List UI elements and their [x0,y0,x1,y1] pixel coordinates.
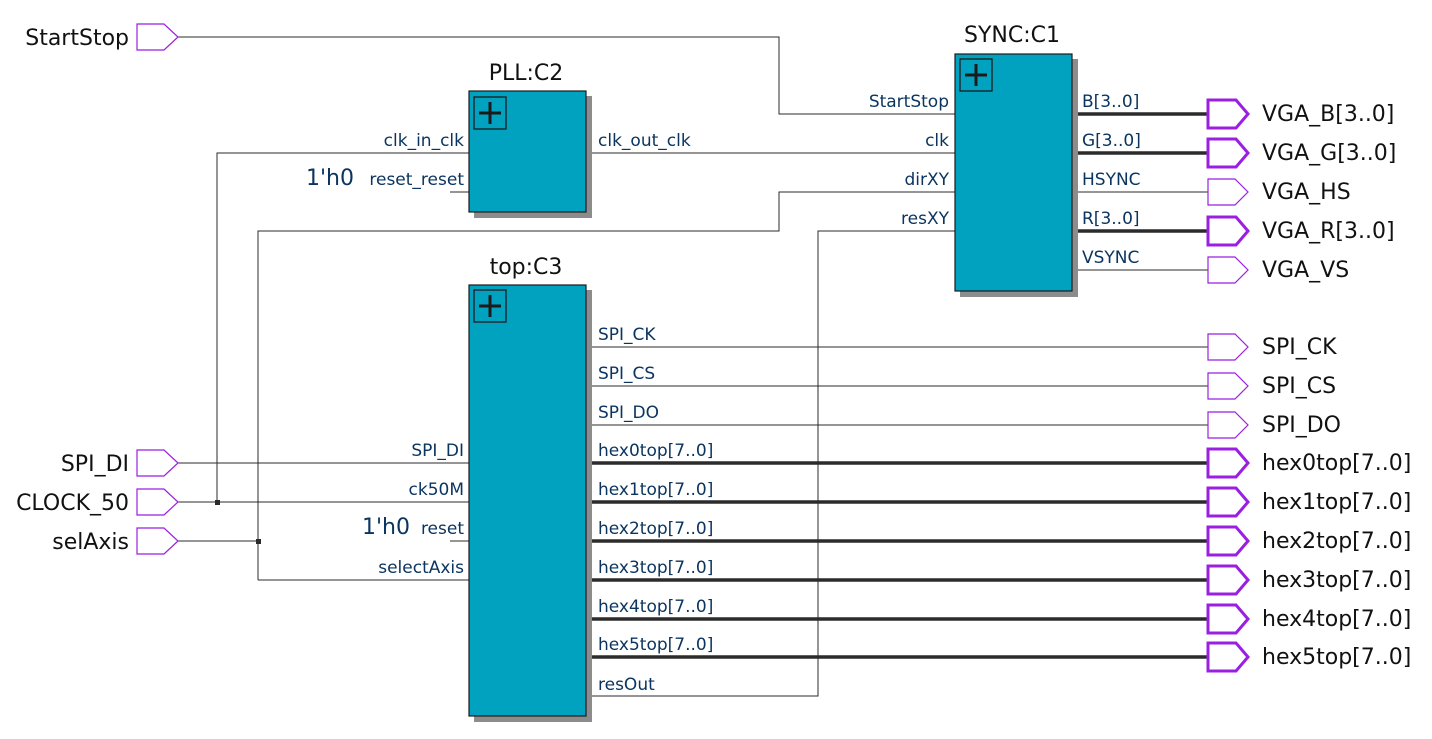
output-pin-spi-do[interactable]: SPI_DO [1207,411,1341,439]
top-port-hex5: hex5top[7..0] [598,635,713,655]
input-pin-clock50[interactable]: CLOCK_50 [16,488,179,516]
junction-clock50 [215,500,220,505]
block-top[interactable]: top:C3 SPI_DI ck50M reset 1'h0 selectAxi… [362,255,713,722]
top-port-hex2: hex2top[7..0] [598,519,713,539]
output-pin-vga-g[interactable]: VGA_G[3..0] [1206,137,1396,169]
top-reset-constant: 1'h0 [362,515,410,540]
top-port-hex1: hex1top[7..0] [598,480,713,500]
output-pin-spi-do-label: SPI_DO [1262,413,1341,438]
pll-port-reset: reset_reset [369,170,464,190]
output-pin-hex5-label: hex5top[7..0] [1262,645,1411,670]
top-port-ck50m: ck50M [409,480,465,500]
output-pin-hex3[interactable]: hex3top[7..0] [1206,564,1411,596]
sync-port-dirxy: dirXY [904,170,949,190]
expand-plus-icon[interactable] [473,96,507,130]
output-pin-spi-ck[interactable]: SPI_CK [1207,333,1337,361]
top-port-spi-di: SPI_DI [411,441,464,461]
output-pin-spi-cs-label: SPI_CS [1262,374,1336,399]
sync-port-b: B[3..0] [1082,92,1139,112]
wire-startstop[interactable] [178,36,975,115]
output-pin-vga-vs-label: VGA_VS [1262,258,1349,283]
output-pin-vga-r[interactable]: VGA_R[3..0] [1206,215,1395,247]
output-pin-hex3-label: hex3top[7..0] [1262,568,1411,593]
input-pins: StartStop SPI_DI CLOCK_50 selAxis [16,23,179,555]
block-pll[interactable]: PLL:C2 clk_in_clk reset_reset 1'h0 clk_o… [306,61,691,218]
sync-port-hsync: HSYNC [1082,170,1141,190]
input-pin-startstop[interactable]: StartStop [25,23,179,51]
top-port-hex0: hex0top[7..0] [598,441,713,461]
wire-selaxis-sync[interactable] [257,191,975,580]
block-sync[interactable]: SYNC:C1 StartStop clk dirXY resXY B[3..0… [869,23,1141,297]
output-pins: VGA_B[3..0] VGA_G[3..0] VGA_HS VGA_R[3..… [1206,98,1411,673]
top-title: top:C3 [490,255,563,280]
output-pin-hex1-label: hex1top[7..0] [1262,490,1411,515]
top-port-selectaxis: selectAxis [378,558,464,578]
sync-port-vsync: VSYNC [1082,248,1139,268]
output-pin-vga-hs-label: VGA_HS [1262,180,1351,205]
output-pin-hex2[interactable]: hex2top[7..0] [1206,525,1411,557]
sync-port-g: G[3..0] [1082,131,1141,151]
input-pin-selaxis[interactable]: selAxis [52,527,179,555]
input-pin-selaxis-label: selAxis [52,530,129,555]
pll-title: PLL:C2 [489,61,564,86]
top-port-resout: resOut [598,675,655,695]
pll-port-clk-in: clk_in_clk [384,131,464,151]
output-pin-hex2-label: hex2top[7..0] [1262,529,1411,554]
output-pin-hex4-label: hex4top[7..0] [1262,607,1411,632]
output-pin-vga-hs[interactable]: VGA_HS [1207,178,1351,206]
sync-port-resxy: resXY [901,209,950,229]
input-pin-startstop-label: StartStop [25,26,129,51]
output-pin-hex0-label: hex0top[7..0] [1262,451,1411,476]
top-port-spi-ck: SPI_CK [598,325,656,345]
input-pin-spi-di-label: SPI_DI [61,452,129,477]
input-pin-clock50-label: CLOCK_50 [16,491,129,516]
sync-port-clk: clk [925,131,949,151]
output-pin-hex4[interactable]: hex4top[7..0] [1206,603,1411,635]
output-pin-vga-r-label: VGA_R[3..0] [1262,219,1395,244]
expand-plus-icon[interactable] [959,58,993,92]
sync-title: SYNC:C1 [964,23,1060,48]
top-port-reset: reset [421,519,464,539]
input-pin-spi-di[interactable]: SPI_DI [61,449,179,477]
junction-selaxis [256,539,261,544]
top-port-spi-do: SPI_DO [598,403,659,423]
output-pin-hex1[interactable]: hex1top[7..0] [1206,486,1411,518]
output-pin-hex0[interactable]: hex0top[7..0] [1206,447,1411,479]
top-port-hex4: hex4top[7..0] [598,597,713,617]
top-port-hex3: hex3top[7..0] [598,558,713,578]
output-pin-hex5[interactable]: hex5top[7..0] [1206,641,1411,673]
sync-port-startstop: StartStop [869,92,949,112]
sync-port-r: R[3..0] [1082,209,1140,229]
top-body[interactable] [468,284,587,717]
output-pin-vga-b-label: VGA_B[3..0] [1262,102,1394,127]
output-pin-vga-b[interactable]: VGA_B[3..0] [1206,98,1394,130]
wire-clock50-pll[interactable] [216,152,490,502]
expand-plus-icon[interactable] [473,289,507,323]
pll-reset-constant: 1'h0 [306,166,354,191]
pll-port-clk-out: clk_out_clk [598,131,691,151]
sync-body[interactable] [954,53,1073,292]
top-port-spi-cs: SPI_CS [598,364,655,384]
output-pin-vga-vs[interactable]: VGA_VS [1207,256,1349,284]
output-pin-vga-g-label: VGA_G[3..0] [1262,141,1396,166]
output-pin-spi-cs[interactable]: SPI_CS [1207,372,1336,400]
output-pin-spi-ck-label: SPI_CK [1262,335,1337,360]
